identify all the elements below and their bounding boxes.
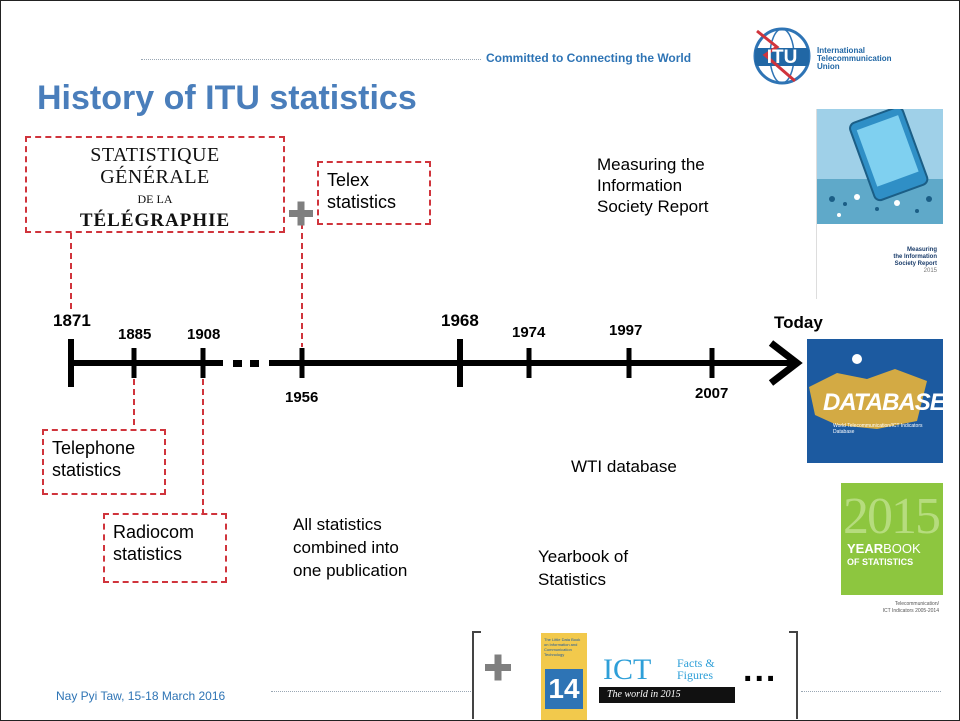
year-1908: 1908 bbox=[187, 326, 221, 343]
radiocom-line1: Radiocom bbox=[113, 522, 195, 542]
ict-subtitle: Facts & Figures bbox=[677, 657, 715, 681]
little-book-title: The Little Data Book on Information and … bbox=[544, 637, 581, 657]
plus-icon-vertical bbox=[297, 201, 305, 226]
yearbook-line2: Statistics bbox=[538, 570, 607, 589]
itu-globe-icon: ITU bbox=[753, 27, 811, 85]
ict-tagline: The world in 2015 bbox=[599, 687, 735, 703]
misr-cover-year: 2015 bbox=[923, 268, 937, 274]
ict-sub1: Facts & bbox=[677, 656, 715, 670]
telex-line2: statistics bbox=[327, 192, 397, 212]
misr-cover-line2: the Information bbox=[893, 254, 937, 260]
bottom-bracket bbox=[472, 631, 798, 719]
yearbook-label: Yearbook of Statistics bbox=[538, 545, 628, 591]
all-statistics-label: All statistics combined into one publica… bbox=[293, 513, 407, 582]
little-data-book-cover: The Little Data Book on Information and … bbox=[541, 633, 587, 720]
year-1974: 1974 bbox=[512, 324, 546, 341]
footer-divider-left bbox=[271, 691, 471, 692]
itu-org-line1: International bbox=[817, 46, 866, 55]
footer-divider-right bbox=[801, 691, 941, 692]
all-statistics-line2: combined into bbox=[293, 538, 399, 557]
yearbook-cover-word3: OF STATISTICS bbox=[847, 557, 914, 567]
year-1956: 1956 bbox=[285, 389, 319, 406]
header-divider bbox=[141, 59, 481, 60]
yearbook-line1: Yearbook of bbox=[538, 547, 629, 566]
yearbook-cover-band bbox=[841, 483, 943, 595]
itu-logo: ITU bbox=[749, 25, 815, 85]
radiocom-statistics-box: Radiocom statistics bbox=[103, 513, 227, 583]
statistique-generale-box: STATISTIQUE GÉNÉRALE DE LA TÉLÉGRAPHIE bbox=[25, 136, 285, 233]
yearbook-cover-word2: BOOK bbox=[883, 541, 921, 556]
year-1997: 1997 bbox=[609, 322, 643, 339]
misr-label: Measuring the Information Society Report bbox=[597, 154, 709, 217]
year-1885: 1885 bbox=[118, 326, 152, 343]
bottom-ellipsis: ... bbox=[743, 651, 778, 689]
little-book-number: 14 bbox=[545, 669, 583, 709]
timeline-gap-dot bbox=[233, 360, 242, 367]
wti-cover-image bbox=[807, 339, 943, 463]
yearbook-cover-word1: YEAR bbox=[847, 541, 884, 556]
ict-facts-figures-cover: ICT Facts & Figures The world in 2015 bbox=[599, 653, 735, 703]
year-2007: 2007 bbox=[695, 385, 729, 402]
timeline-gap-dot bbox=[250, 360, 259, 367]
itu-logo-text: ITU bbox=[767, 47, 798, 68]
wti-database-label: WTI database bbox=[571, 457, 677, 476]
telephone-line2: statistics bbox=[52, 460, 122, 480]
year-1871: 1871 bbox=[53, 311, 91, 330]
telephone-line1: Telephone bbox=[52, 438, 136, 458]
wti-cover-word: DATABASE bbox=[823, 389, 943, 416]
yearbook-cover-year: 2015 bbox=[843, 488, 941, 545]
telex-line1: Telex bbox=[327, 170, 370, 190]
misr-label-line1: Measuring the bbox=[597, 155, 705, 174]
itu-org-line2: Telecommunication bbox=[817, 54, 892, 63]
misr-cover-image bbox=[817, 109, 943, 224]
ict-title: ICT bbox=[603, 653, 652, 686]
today-label: Today bbox=[774, 313, 823, 332]
wti-database-cover: DATABASE World Telecommunication/ICT Ind… bbox=[807, 339, 943, 463]
all-statistics-line1: All statistics bbox=[293, 515, 382, 534]
yearbook-cover-sub1: Telecommunication/ bbox=[894, 601, 939, 607]
statistique-line3: TÉLÉGRAPHIE bbox=[79, 210, 231, 231]
year-1968: 1968 bbox=[441, 311, 479, 330]
misr-label-line3: Society Report bbox=[597, 197, 709, 216]
timeline-arrowhead bbox=[768, 340, 803, 386]
statistique-line1: STATISTIQUE GÉNÉRALE bbox=[90, 144, 220, 188]
yearbook-cover-sub2: ICT Indicators 2005-2014 bbox=[882, 608, 939, 614]
misr-cover-title: Measuring the Information Society Report… bbox=[893, 247, 937, 275]
wti-cover-subtitle: World Telecommunication/ICT Indicators D… bbox=[833, 423, 923, 435]
radiocom-line2: statistics bbox=[113, 544, 183, 564]
telex-statistics-box: Telex statistics bbox=[317, 161, 431, 225]
footer: Nay Pyi Taw, 15-18 March 2016 bbox=[56, 689, 226, 703]
all-statistics-line3: one publication bbox=[293, 561, 408, 580]
misr-cover-line3: Society Report bbox=[894, 261, 937, 267]
ict-sub2: Figures bbox=[677, 668, 713, 682]
yearbook-cover: 2015 YEARBOOK OF STATISTICS Telecommunic… bbox=[841, 483, 943, 655]
statistique-line2: DE LA bbox=[137, 192, 173, 206]
misr-label-line2: Information bbox=[597, 176, 683, 195]
misr-report-cover: Measuring the Information Society Report… bbox=[816, 109, 943, 299]
itu-org-line3: Union bbox=[817, 62, 840, 71]
yearbook-cover-subtitle: Telecommunication/ ICT Indicators 2005-2… bbox=[883, 601, 939, 615]
itu-org-name: International Telecommunication Union bbox=[817, 47, 892, 71]
telephone-statistics-box: Telephone statistics bbox=[42, 429, 166, 495]
tagline: Committed to Connecting the World bbox=[486, 51, 692, 65]
page-title: History of ITU statistics bbox=[37, 79, 417, 117]
yearbook-cover-word: YEARBOOK bbox=[847, 541, 921, 556]
misr-cover-line1: Measuring bbox=[906, 247, 937, 253]
